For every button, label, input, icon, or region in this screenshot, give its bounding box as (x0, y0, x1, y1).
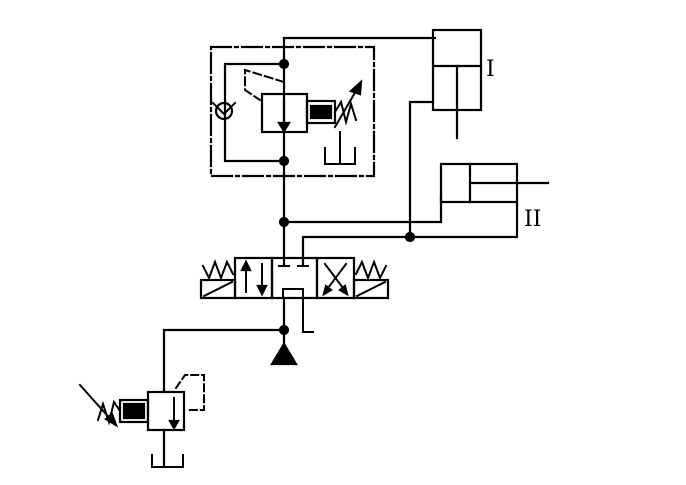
valve-left-box (233, 256, 274, 300)
relief-valve-spring-fill (122, 402, 146, 420)
right-envelope-arrowhead-1 (338, 284, 349, 297)
pump-triangle (270, 341, 298, 366)
sequence-valve-spring-zigzag (333, 99, 358, 126)
relief-valve-adjust-arrow (78, 383, 115, 424)
left-solenoid-diagonal (202, 280, 234, 298)
sequence-valve-group (209, 45, 376, 178)
sequence-valve-spring-fill (309, 104, 333, 120)
cylinder-1: I (431, 28, 495, 140)
junction-node-lower (278, 155, 290, 167)
junction-node-return (404, 231, 416, 243)
check-valve-bypass-line (223, 62, 286, 163)
relief-valve-pilot-line (174, 374, 205, 411)
line-to-cylinder-2-cap (282, 193, 443, 224)
relief-valve-arrowhead (168, 419, 180, 431)
relief-valve-adjust-arrowhead (104, 412, 119, 428)
left-solenoid-box (199, 278, 237, 300)
valve-right-box (315, 256, 356, 300)
check-valve-seat (211, 101, 237, 116)
cylinder-2: II (439, 162, 550, 232)
right-solenoid-diagonal (355, 280, 387, 298)
left-envelope-arrowhead-down (256, 284, 268, 297)
right-envelope-arrowhead-2 (322, 284, 333, 297)
sequence-valve-enclosure (209, 45, 376, 178)
left-spring (201, 259, 235, 281)
valve-center-box (270, 256, 319, 300)
right-spring (354, 259, 388, 281)
sequence-valve-adjust-arrowhead (348, 79, 363, 96)
valve-tank-return (302, 297, 314, 333)
right-solenoid-box (352, 278, 390, 300)
left-envelope-arrowhead-up (240, 259, 252, 272)
line-to-cylinder-1-rod-end (408, 100, 435, 239)
relief-valve-group (78, 374, 205, 468)
cylinder-1-label: I (486, 57, 495, 82)
relief-valve-tank (151, 454, 184, 468)
directional-control-valve (199, 256, 390, 300)
relief-valve-body (146, 390, 186, 432)
junction-node-top (278, 58, 290, 70)
check-valve-ball (214, 101, 234, 121)
sequence-valve-pilot-line (244, 68, 286, 102)
cylinder-2-label: II (524, 207, 541, 232)
line-to-relief-valve (162, 328, 286, 394)
center-tank-connection (282, 288, 304, 299)
